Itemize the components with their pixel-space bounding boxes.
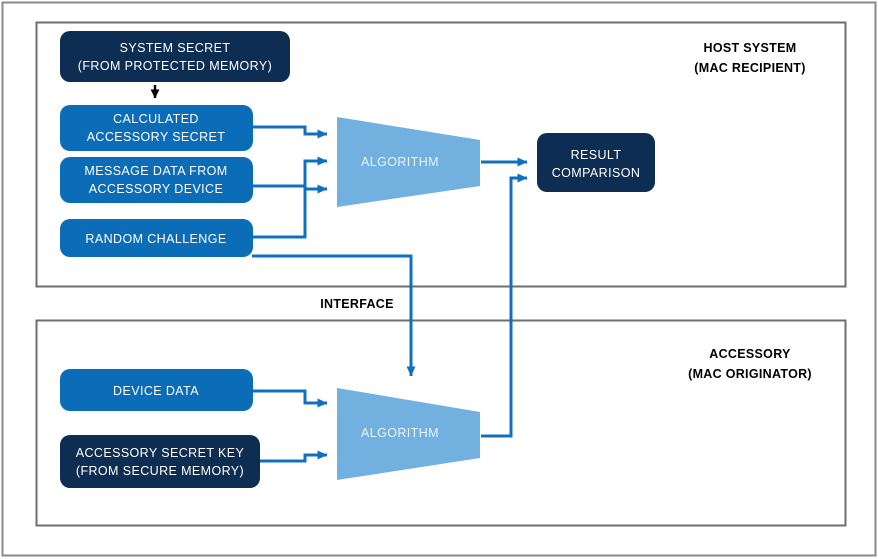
connector-random-challenge-to-algorithm xyxy=(252,184,328,239)
host-algorithm-label: ALGORITHM xyxy=(361,155,439,169)
block-calculated-secret-line2: ACCESSORY SECRET xyxy=(87,130,226,144)
accessory-algorithm-label: ALGORITHM xyxy=(361,426,439,440)
block-accessory-key-line1: ACCESSORY SECRET KEY xyxy=(76,446,245,460)
connector-accessory-algorithm-to-result xyxy=(481,173,528,438)
connector-random-challenge-to-accessory-algorithm xyxy=(252,254,416,377)
block-random-challenge: RANDOM CHALLENGE xyxy=(60,219,253,257)
block-accessory-secret-key: ACCESSORY SECRET KEY (FROM SECURE MEMORY… xyxy=(60,435,260,488)
block-random-challenge-line1: RANDOM CHALLENGE xyxy=(85,232,226,246)
block-accessory-key-line2: (FROM SECURE MEMORY) xyxy=(76,464,244,478)
connector-message-data-to-algorithm xyxy=(252,156,328,188)
block-device-data-line1: DEVICE DATA xyxy=(113,384,199,398)
block-result-comparison-line1: RESULT xyxy=(571,148,622,162)
block-system-secret: SYSTEM SECRET (FROM PROTECTED MEMORY) xyxy=(60,31,290,82)
connector-device-data-to-algorithm xyxy=(252,389,328,408)
connector-calculated-secret-to-algorithm xyxy=(252,125,328,139)
panel-accessory-label-line2: (MAC ORIGINATOR) xyxy=(688,367,812,381)
block-system-secret-line1: SYSTEM SECRET xyxy=(120,41,231,55)
panel-host-label-line1: HOST SYSTEM xyxy=(704,41,797,55)
block-result-comparison-line2: COMPARISON xyxy=(552,166,641,180)
interface-label: INTERFACE xyxy=(320,297,394,311)
block-message-data: MESSAGE DATA FROM ACCESSORY DEVICE xyxy=(60,157,253,203)
block-calculated-secret-line1: CALCULATED xyxy=(113,112,199,126)
shape-accessory-algorithm: ALGORITHM xyxy=(337,388,480,480)
shape-host-algorithm: ALGORITHM xyxy=(337,117,480,207)
panel-accessory-label-line1: ACCESSORY xyxy=(709,347,791,361)
block-result-comparison: RESULT COMPARISON xyxy=(537,133,655,192)
block-device-data: DEVICE DATA xyxy=(60,369,253,411)
connector-group xyxy=(252,125,528,463)
block-calculated-accessory-secret: CALCULATED ACCESSORY SECRET xyxy=(60,105,253,151)
block-system-secret-line2: (FROM PROTECTED MEMORY) xyxy=(78,59,272,73)
block-message-data-line2: ACCESSORY DEVICE xyxy=(89,182,223,196)
block-message-data-line1: MESSAGE DATA FROM xyxy=(84,164,227,178)
panel-host-label-line2: (MAC RECIPIENT) xyxy=(694,61,805,75)
connector-accessory-key-to-algorithm xyxy=(252,450,328,463)
